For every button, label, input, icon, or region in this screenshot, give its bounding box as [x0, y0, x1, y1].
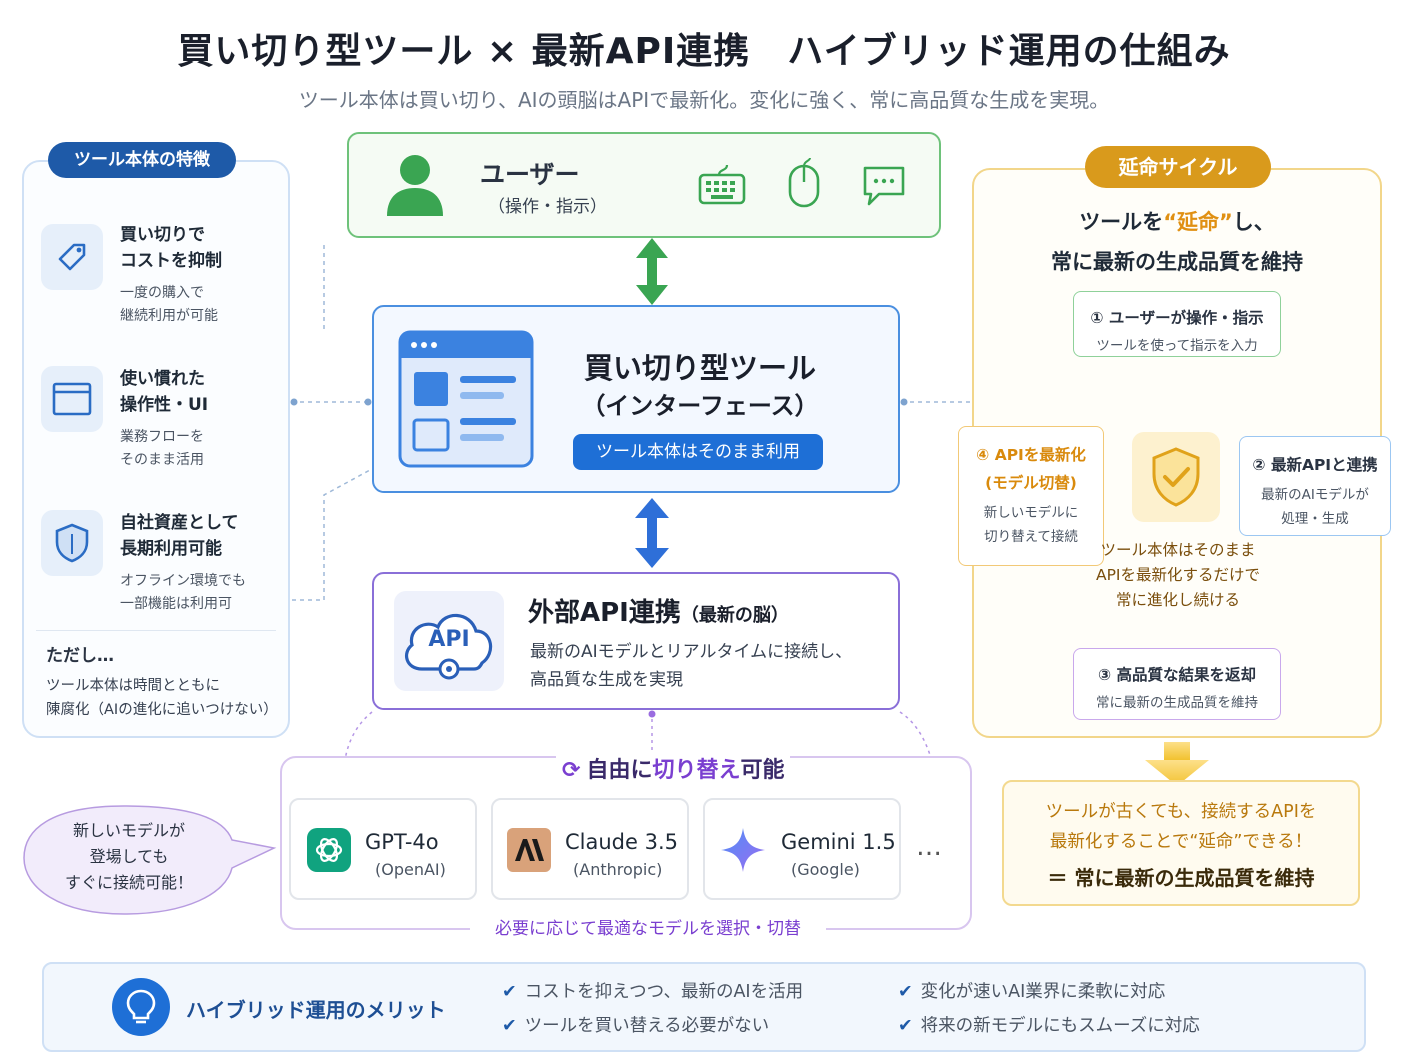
shield-check-icon	[1132, 432, 1220, 522]
merit-bar	[42, 962, 1366, 1052]
api-cloud-icon: API	[394, 591, 504, 691]
model-card-gemini[interactable]: Gemini 1.5 (Google)	[703, 798, 901, 900]
extension-cycle-badge: 延命サイクル	[1085, 146, 1271, 188]
model-card-gpt[interactable]: GPT-4o (OpenAI)	[289, 798, 477, 900]
feature-item-cost: 買い切りで コストを抑制 一度の購入で 継続利用が可能	[120, 225, 222, 324]
page-title: 買い切り型ツール × 最新API連携 ハイブリッド運用の仕組み	[177, 31, 1231, 72]
check-icon: ✔	[898, 1016, 913, 1036]
cycle-heading-2: 常に最新の生成品質を維持	[1051, 250, 1303, 274]
merit-item: ✔変化が速いAI業界に柔軟に対応	[898, 982, 1166, 1002]
mouse-icon	[786, 157, 822, 214]
conclusion-line-2: 最新化することで“延命”できる！	[1049, 832, 1313, 852]
model-card-claude[interactable]: Claude 3.5 (Anthropic)	[491, 798, 689, 900]
merit-item: ✔ツールを買い替える必要がない	[502, 1016, 770, 1036]
chat-icon	[861, 164, 907, 212]
user-sub: （操作・指示）	[488, 197, 607, 217]
model-switch-footer: 必要に応じて最適なモデルを選択・切替	[470, 914, 826, 939]
more-models-ellipsis: …	[916, 832, 944, 862]
check-icon: ✔	[898, 982, 913, 1002]
feature-item-asset: 自社資産として 長期利用可能 オフライン環境でも 一部機能は利用可	[120, 513, 246, 612]
tool-as-is-pill: ツール本体はそのまま利用	[573, 434, 823, 470]
merit-item: ✔将来の新モデルにもスムーズに対応	[898, 1016, 1200, 1036]
switch-label: ⟳自由に切り替え可能	[556, 752, 791, 784]
merit-item: ✔コストを抑えつつ、最新のAIを活用	[502, 982, 804, 1002]
tool-api-arrow	[635, 498, 669, 568]
check-icon: ✔	[502, 982, 517, 1002]
conclusion-line-1: ツールが古くても、接続するAPIを	[1045, 802, 1317, 822]
api-icon-label: API	[428, 627, 470, 652]
lightbulb-icon	[112, 978, 170, 1036]
user-box	[347, 132, 941, 238]
new-model-bubble: 新しいモデルが 登場しても すぐに接続可能！	[64, 821, 193, 892]
page-subtitle: ツール本体は買い切り、AIの頭脳はAPIで最新化。変化に強く、常に高品質な生成を…	[298, 88, 1110, 112]
tool-subtitle: （インターフェース）	[581, 392, 819, 420]
api-title: 外部API連携（最新の脳）	[528, 598, 789, 628]
shield-icon	[41, 510, 103, 576]
window-icon	[41, 366, 103, 432]
tag-icon	[41, 224, 103, 290]
app-window-icon	[398, 330, 534, 472]
anthropic-icon	[507, 828, 551, 872]
api-description: 最新のAIモデルとリアルタイムに接続し、 高品質な生成を実現	[530, 642, 853, 690]
cycle-heading: ツールを“延命”し、	[1079, 210, 1275, 234]
cycle-down-arrow	[1145, 742, 1209, 786]
check-icon: ✔	[502, 1016, 517, 1036]
cycle-step-1: ① ユーザーが操作・指示 ツールを使って指示を入力	[1073, 291, 1281, 357]
tool-features-badge: ツール本体の特徴	[48, 142, 236, 178]
caveat-note: ただし… ツール本体は時間とともに 陳腐化（AIの進化に追いつけない）	[36, 630, 278, 726]
cycle-center-text: ツール本体はそのまま APIを最新化するだけで 常に進化し続ける	[1095, 541, 1261, 609]
user-icon	[385, 152, 445, 222]
cycle-step-3: ③ 高品質な結果を返却 常に最新の生成品質を維持	[1073, 648, 1281, 720]
feature-item-ui: 使い慣れた 操作性・UI 業務フローを そのまま活用	[120, 369, 209, 468]
keyboard-icon	[697, 163, 747, 211]
gemini-icon	[719, 826, 767, 878]
conclusion-line-3: ＝ 常に最新の生成品質を維持	[1047, 866, 1315, 890]
tool-title: 買い切り型ツール	[583, 351, 816, 385]
speech-bubble	[23, 805, 277, 915]
user-tool-arrow	[636, 238, 668, 305]
cycle-step-4: ④ APIを最新化 (モデル切替) 新しいモデルに 切り替えて接続	[958, 426, 1104, 566]
merit-title: ハイブリッド運用のメリット	[186, 998, 446, 1022]
left-dotted-link	[292, 245, 371, 601]
refresh-icon: ⟳	[562, 758, 581, 783]
openai-icon	[307, 828, 351, 876]
cycle-step-2: ② 最新APIと連携 最新のAIモデルが 処理・生成	[1239, 436, 1391, 536]
conclusion-box	[1002, 780, 1360, 906]
user-label: ユーザー	[480, 160, 580, 189]
